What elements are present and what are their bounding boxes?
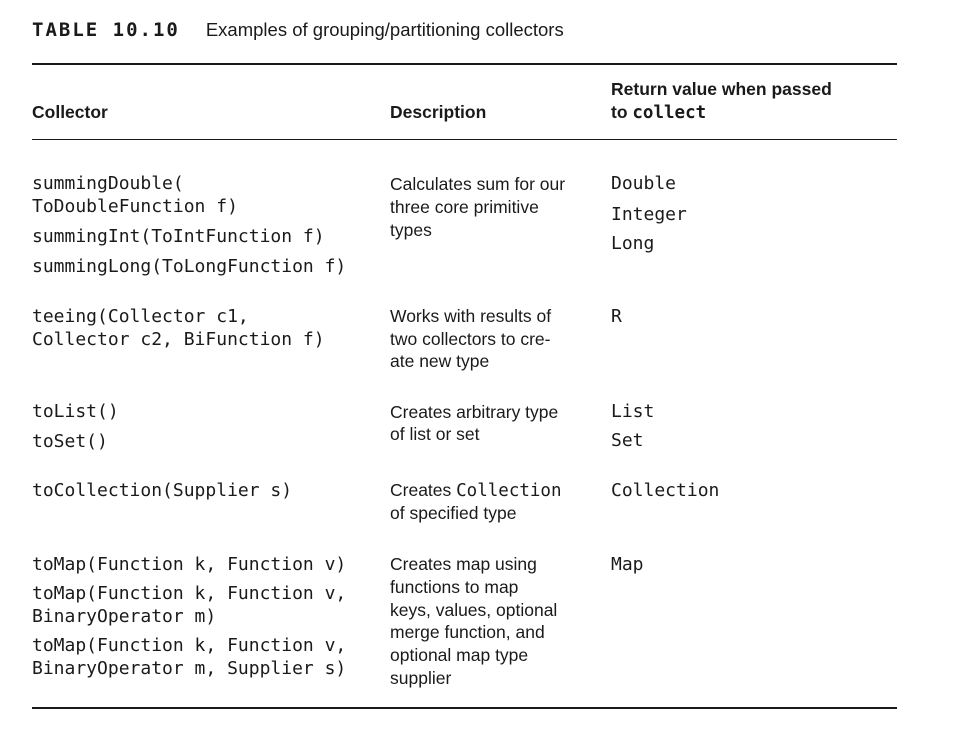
description-cell: of list or set <box>390 424 480 444</box>
header-return-line2: to collect <box>611 102 707 123</box>
header-description: Description <box>390 102 487 122</box>
table-number: TABLE 10.10 <box>32 19 180 41</box>
description-cell: optional map type <box>390 645 529 665</box>
collector-cell: teeing(Collector c1, <box>32 306 249 327</box>
description-cell: two collectors to cre- <box>390 329 551 349</box>
return-cell: Map <box>611 554 644 575</box>
header-collector: Collector <box>32 102 108 122</box>
description-cell: merge function, and <box>390 622 545 642</box>
bottom-rule <box>32 707 897 709</box>
collector-cell: ToDoubleFunction f) <box>32 196 238 217</box>
description-cell: Creates map using <box>390 554 537 574</box>
collector-cell: toMap(Function k, Function v) <box>32 554 347 575</box>
return-cell: List <box>611 401 655 422</box>
header-rule <box>32 139 897 140</box>
description-cell: types <box>390 220 432 240</box>
return-cell: Integer <box>611 204 687 225</box>
description-code: Collection <box>456 481 562 501</box>
description-cell: three core primitive <box>390 197 539 217</box>
return-cell: R <box>611 306 622 327</box>
header-return-line1: Return value when passed <box>611 79 832 99</box>
top-rule <box>32 63 897 65</box>
description-cell: Calculates sum for our <box>390 174 566 194</box>
return-cell: Long <box>611 233 655 254</box>
description-cell: Works with results of <box>390 306 552 326</box>
collector-cell: BinaryOperator m) <box>32 606 217 627</box>
collector-cell: toCollection(Supplier s) <box>32 480 293 501</box>
table-caption: TABLE 10.10 Examples of grouping/partiti… <box>32 16 564 44</box>
collector-cell: summingLong(ToLongFunction f) <box>32 256 347 277</box>
header-return-code: collect <box>632 103 707 123</box>
collector-cell: toList() <box>32 401 119 422</box>
return-cell: Double <box>611 173 677 194</box>
return-cell: Set <box>611 430 644 451</box>
collector-cell: BinaryOperator m, Supplier s) <box>32 658 347 679</box>
description-cell: supplier <box>390 668 452 688</box>
collector-cell: toMap(Function k, Function v, <box>32 635 347 656</box>
header-return-value: Return value when passed to collect <box>611 78 832 125</box>
return-cell: Collection <box>611 480 720 501</box>
description-cell: functions to map <box>390 577 519 597</box>
description-cell: keys, values, optional <box>390 600 558 620</box>
collector-cell: toSet() <box>32 431 108 452</box>
description-cell: ate new type <box>390 351 490 371</box>
description-cell: of specified type <box>390 503 517 523</box>
collector-cell: summingInt(ToIntFunction f) <box>32 226 325 247</box>
collector-cell: toMap(Function k, Function v, <box>32 583 347 604</box>
collector-cell: Collector c2, BiFunction f) <box>32 329 325 350</box>
description-cell: Creates Collection <box>390 480 562 501</box>
table-title: Examples of grouping/partitioning collec… <box>205 19 564 40</box>
description-cell: Creates arbitrary type <box>390 402 559 422</box>
collector-cell: summingDouble( <box>32 173 184 194</box>
